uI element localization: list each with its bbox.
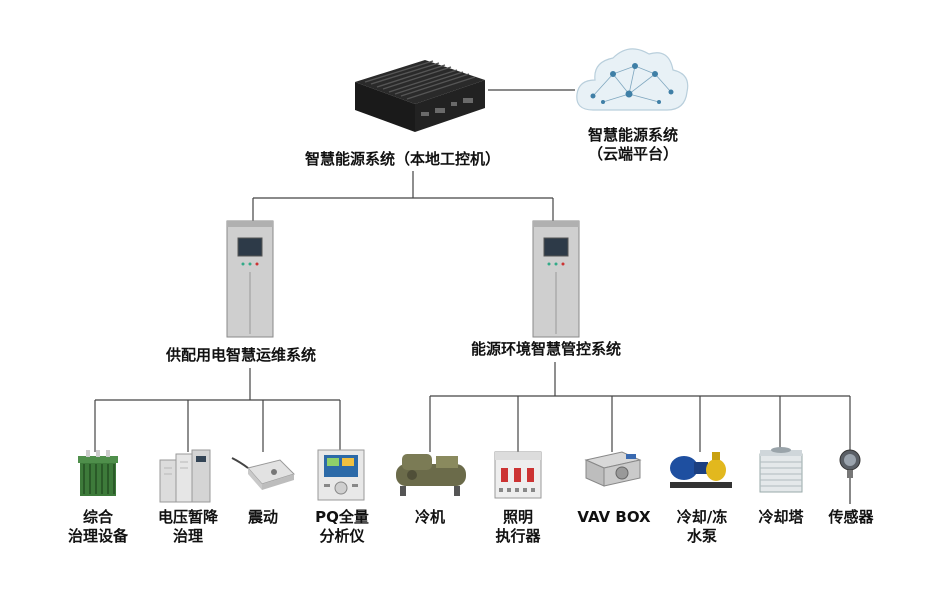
sensor-icon [839,449,861,504]
transformer-icon [78,450,118,496]
device-label-lighting: 照明 执行器 [482,508,554,546]
device-label-pump: 冷却/冻 水泵 [664,508,740,546]
cloud-system-label: 智慧能源系统 （云端平台） [578,126,688,164]
cloud-icon [576,48,689,111]
cabinet-right-icon [532,220,580,338]
chiller-icon [396,454,466,496]
water-pump-icon [670,452,732,488]
right-branch-label: 能源环境智慧管控系统 [471,340,622,358]
device-label-line2: 治理 [172,527,203,545]
device-label-line1: VAV BOX [577,508,651,526]
cloud-label-line1: 智慧能源系统 [587,126,678,144]
device-label-line1: 照明 [502,508,533,526]
device-label-vav: VAV BOX [576,508,652,527]
left-branch-label: 供配用电智慧运维系统 [166,346,317,364]
device-label-vibration: 震动 [228,508,298,527]
device-label-line1: 冷机 [414,508,445,526]
vav-box-icon [584,451,642,487]
device-label-line1: 震动 [247,508,278,526]
cabinet-left-icon [226,220,274,338]
device-label-sensor: 传感器 [818,508,884,527]
device-label-line2: 治理设备 [67,527,128,545]
cooling-tower-icon [759,447,803,493]
device-label-line1: 电压暂降 [157,508,218,526]
local-system-label: 智慧能源系统（本地工控机） [305,150,501,168]
device-label-composite: 综合 治理设备 [58,508,138,546]
device-label-line1: 冷却塔 [758,508,804,526]
vibration-sensor-icon [231,457,295,490]
device-label-voltage-sag: 电压暂降 治理 [148,508,228,546]
device-label-line1: 传感器 [828,508,874,526]
lighting-actuator-icon [494,451,542,499]
pq-analyzer-icon [317,449,365,501]
device-label-pq: PQ全量 分析仪 [302,508,382,546]
industrial-pc-icon [355,60,485,132]
device-label-line2: 水泵 [686,527,717,545]
device-label-line1: 综合 [82,508,113,526]
device-label-line2: 分析仪 [319,527,365,545]
cloud-label-line2: （云端平台） [587,145,678,163]
device-label-chiller: 冷机 [398,508,462,527]
voltage-sag-cabinet-icon [159,449,211,503]
device-label-line2: 执行器 [495,527,541,545]
device-label-line1: PQ全量 [315,508,369,526]
device-label-cooling-tower: 冷却塔 [748,508,814,527]
device-label-line1: 冷却/冻 [676,508,728,526]
